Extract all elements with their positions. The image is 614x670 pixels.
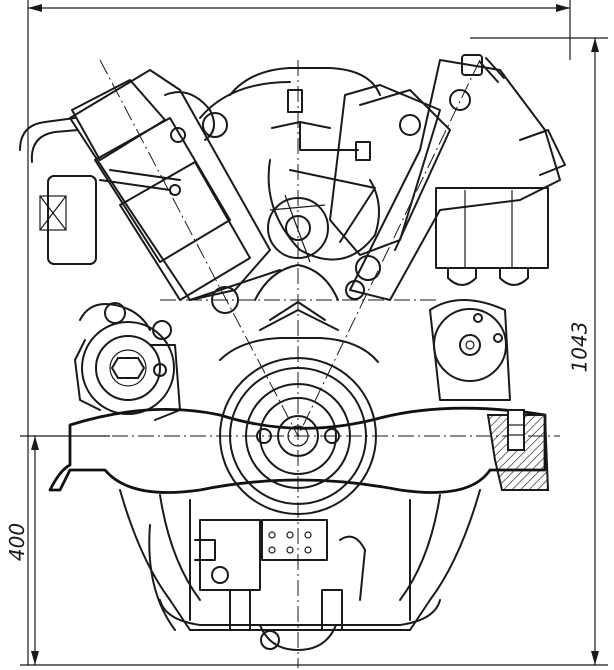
oil-filter-block (261, 519, 328, 561)
right-pulley (433, 308, 507, 382)
left-filter-box (39, 195, 67, 231)
dimension-label-total-height: 1043 (567, 321, 592, 373)
intake-manifold (199, 67, 381, 331)
dimension-lines (20, 0, 608, 666)
engine-mount-bracket (486, 409, 550, 491)
distributor (267, 197, 329, 259)
left-cylinder-bank (19, 69, 281, 314)
dimension-label-lower-height: 400 (5, 522, 30, 562)
oil-pan (119, 489, 481, 651)
right-cylinder-bank (329, 54, 566, 401)
center-lines (60, 59, 560, 668)
alternator (74, 302, 181, 421)
crankshaft-pulley (48, 337, 547, 515)
